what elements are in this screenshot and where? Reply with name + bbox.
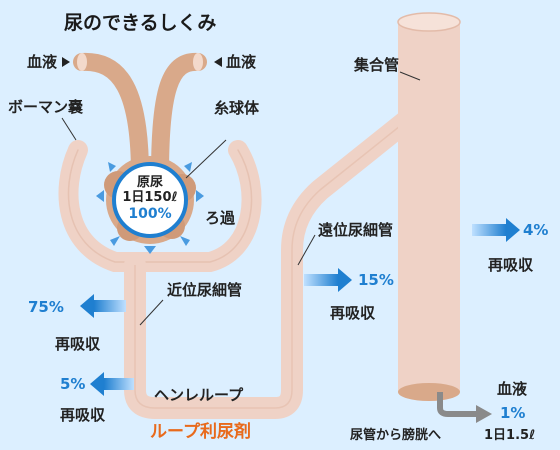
blood-out-arrow xyxy=(214,57,222,67)
label-distal-tubule: 遠位尿細管 xyxy=(318,221,394,239)
reabsorption-proximal-label: 再吸収 xyxy=(55,335,101,353)
label-blood-out: 血液 xyxy=(226,53,257,71)
glomerulus xyxy=(104,156,196,244)
label-blood-in: 血液 xyxy=(27,53,58,71)
reabsorption-henle-percent: 5% xyxy=(60,375,86,393)
reabsorption-arrow-distal xyxy=(304,268,352,292)
primary-urine-label: 原尿 1日150ℓ 100% xyxy=(114,175,186,222)
blood-in-arrow xyxy=(62,57,70,67)
pointer-lines xyxy=(61,71,421,326)
reabsorption-proximal-percent: 75% xyxy=(28,298,64,316)
label-bowman-capsule: ボーマン嚢 xyxy=(8,98,84,116)
blood-vessels xyxy=(73,52,207,184)
label-blood-bottom: 血液 xyxy=(497,380,528,398)
label-proximal-tubule: 近位尿細管 xyxy=(167,281,243,299)
reabsorption-arrow-proximal xyxy=(80,294,126,318)
reabsorption-collecting-label: 再吸収 xyxy=(488,256,534,274)
primary-urine-title: 原尿 xyxy=(136,175,163,190)
bowman-capsule xyxy=(58,140,262,272)
reabsorption-arrow-collecting xyxy=(472,218,520,242)
label-collecting-duct: 集合管 xyxy=(354,56,400,74)
label-filtration: ろ過 xyxy=(205,209,236,227)
reabsorption-arrow-henle xyxy=(90,372,134,396)
label-henle-loop: ヘンレループ xyxy=(154,386,244,404)
label-to-bladder: 尿管から膀胱へ xyxy=(350,428,442,443)
tubule xyxy=(124,99,431,419)
diagram-title: 尿のできるしくみ xyxy=(64,12,217,34)
urine-exit-arrow xyxy=(437,392,492,423)
primary-urine-percent: 100% xyxy=(128,205,172,222)
label-loop-diuretic: ループ利尿剤 xyxy=(150,422,251,442)
reabsorption-collecting-percent: 4% xyxy=(523,221,549,239)
final-urine-percent: 1% xyxy=(500,404,526,422)
label-per-day: 1日1.5ℓ xyxy=(484,428,536,443)
primary-urine-volume: 1日150ℓ xyxy=(122,189,178,205)
collecting-duct xyxy=(397,12,461,401)
reabsorption-distal-percent: 15% xyxy=(358,271,394,289)
filtration-arrows xyxy=(96,162,204,254)
reabsorption-henle-label: 再吸収 xyxy=(60,406,106,424)
label-glomerulus: 糸球体 xyxy=(214,99,260,117)
reabsorption-distal-label: 再吸収 xyxy=(330,304,376,322)
